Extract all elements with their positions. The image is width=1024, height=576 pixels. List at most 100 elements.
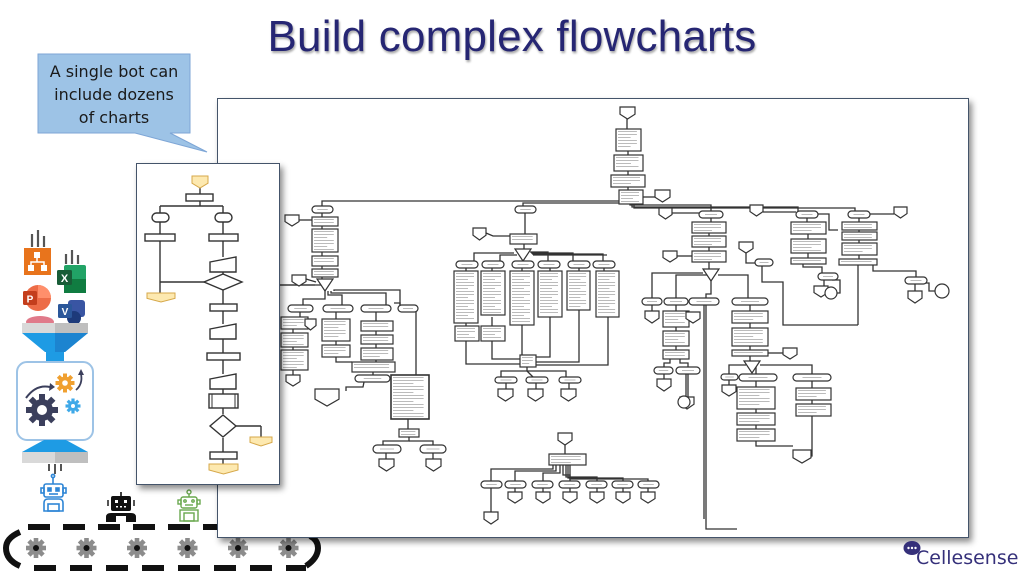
connector-line [330, 291, 387, 305]
connector-line [651, 272, 703, 298]
robot-blue-icon [40, 473, 67, 512]
process-box [185, 193, 214, 202]
node-text-lines [283, 131, 922, 485]
connector-line [536, 317, 609, 366]
gear-icon [228, 538, 248, 558]
connector-line [728, 364, 746, 374]
decision-diamond [202, 273, 244, 291]
offpage-connector [249, 436, 273, 447]
connector-line [530, 251, 549, 261]
offpage-connector [589, 491, 605, 504]
process-box [398, 428, 420, 438]
offpage-connector [654, 189, 671, 203]
offpage-connector [644, 310, 660, 324]
connector-line [705, 519, 737, 530]
processor-gears-icon [16, 361, 94, 441]
terminal-pill [151, 212, 170, 223]
connector-line [514, 465, 557, 481]
conveyor-belt [2, 524, 322, 571]
offpage-connector [749, 204, 764, 217]
input-shape [209, 256, 237, 273]
motion-lines-bottom [48, 464, 62, 474]
connector-line [802, 264, 823, 273]
connector-line [327, 291, 343, 305]
diagram-app-icon [24, 248, 51, 275]
connector-line [527, 370, 567, 377]
offpage-connector [191, 175, 209, 189]
offpage-connector [658, 207, 673, 220]
visio-icon: V [58, 300, 85, 325]
merge-triangle [742, 360, 762, 375]
process-box [144, 233, 176, 242]
offpage-connector [527, 388, 544, 402]
offpage-connector [615, 491, 631, 504]
process-box [209, 451, 238, 460]
connector-line [526, 370, 534, 378]
gear-icon [76, 538, 97, 558]
offpage-connector [208, 463, 239, 475]
offpage-connector [893, 206, 908, 219]
connector-line [473, 252, 514, 261]
offpage-connector [472, 227, 487, 241]
connector-line [302, 291, 326, 305]
process-box [841, 221, 878, 231]
process-box [311, 216, 339, 227]
connector-line [465, 341, 520, 365]
offpage-connector [721, 384, 737, 397]
input-shape [209, 373, 237, 390]
connector-line [345, 381, 365, 391]
connector-line [522, 202, 629, 206]
gear-icon [127, 538, 147, 558]
process-box [480, 270, 506, 316]
chat-bubble-icon [903, 541, 921, 555]
process-box [280, 332, 309, 348]
input-shape [209, 323, 237, 340]
robot-black-icon [106, 492, 136, 522]
offpage-connector [146, 292, 176, 303]
offpage-connector [557, 432, 573, 446]
slide-title: Build complex flowcharts [267, 12, 757, 61]
connector-line [818, 213, 838, 231]
process-box [790, 238, 827, 254]
process-box [390, 374, 430, 420]
terminal-pill [214, 212, 233, 223]
offpage-connector [304, 318, 317, 331]
offpage-connector [425, 458, 442, 472]
connector-line [755, 441, 793, 447]
small-flowchart-thumbnail [136, 163, 280, 485]
offpage-connector [497, 388, 514, 402]
gear-icon [278, 538, 299, 558]
robot-green-icon [177, 489, 201, 522]
connector-line [394, 302, 401, 305]
small-flowchart-canvas [144, 175, 273, 475]
offpage-connector [535, 491, 551, 504]
connector-line [536, 310, 580, 363]
connector-line [500, 367, 528, 377]
offpage-connector [738, 241, 754, 254]
gear-icon [26, 538, 46, 558]
callout-line: of charts [78, 108, 150, 127]
offpage-connector [314, 388, 340, 407]
svg-text:X: X [61, 273, 69, 285]
offpage-connector [291, 274, 307, 287]
offpage-connector [378, 458, 395, 472]
process-box [311, 268, 339, 278]
offpage-connector [813, 285, 829, 298]
connector-line [705, 281, 712, 298]
connector-line [485, 232, 511, 237]
onpage-connector [934, 283, 950, 299]
connector-line [490, 465, 554, 481]
offpage-connector [907, 290, 923, 304]
callout-line: include dozens [54, 85, 174, 104]
decision-diamond [208, 414, 238, 438]
excel-icon: X [57, 265, 86, 293]
process-box [208, 393, 239, 409]
connector-line [333, 289, 401, 305]
connector-line [491, 341, 520, 360]
process-box [209, 303, 238, 312]
connector-line [872, 265, 917, 277]
merge-triangle [513, 248, 533, 263]
process-box [208, 233, 239, 242]
merge-triangle [315, 278, 335, 293]
connector-lines [277, 119, 935, 530]
